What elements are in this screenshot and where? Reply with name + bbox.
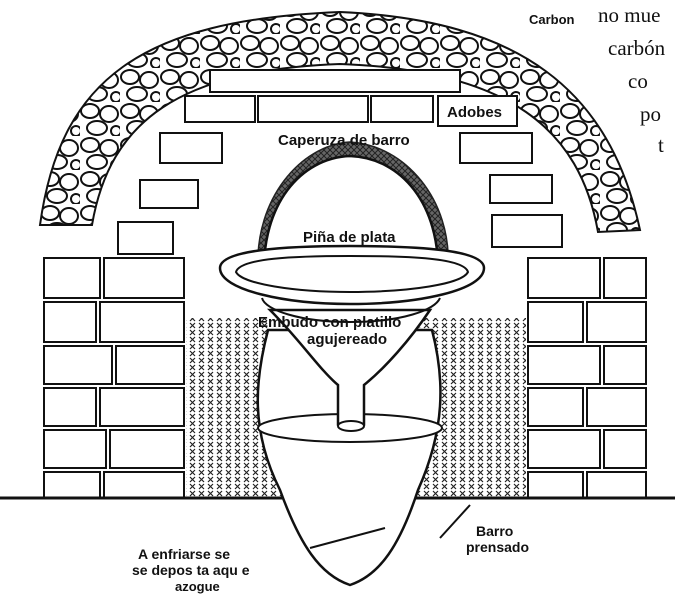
side-text-line: no mue (598, 3, 660, 27)
label-embudo-line1: Embudo con platillo (258, 314, 401, 331)
label-caperuza: Caperuza de barro (278, 132, 410, 149)
right-brick-wall (528, 258, 646, 498)
label-nota-line2: se depos ta aqu e (132, 562, 250, 578)
label-nota-line1: A enfriarse se (138, 546, 230, 562)
label-nota-line3: azogue (175, 579, 220, 594)
label-embudo-line2: agujereado (307, 331, 387, 348)
side-text-line: co (628, 69, 648, 93)
cropped-side-text: no mue carbón co po t (598, 3, 666, 157)
label-barro-line1: Barro (476, 523, 513, 539)
label-pina: Piña de plata (303, 229, 396, 246)
side-text-line: t (658, 133, 664, 157)
label-carbon: Carbon (529, 12, 575, 27)
label-adobes: Adobes (447, 104, 502, 121)
side-text-line: carbón (608, 36, 666, 60)
label-barro-line2: prensado (466, 539, 529, 555)
left-brick-wall (44, 258, 184, 498)
side-text-line: po (640, 102, 661, 126)
